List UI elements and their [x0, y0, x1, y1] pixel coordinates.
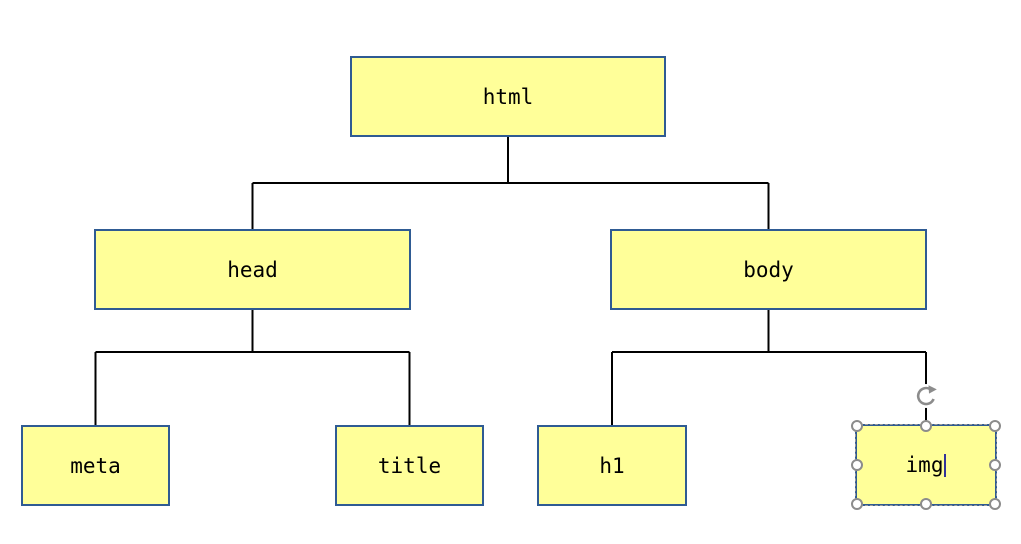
connector-html-to-head-body[interactable] — [251, 137, 770, 229]
node-body[interactable]: body — [610, 229, 927, 310]
rotate-handle[interactable] — [913, 383, 939, 409]
node-body-label: body — [743, 257, 794, 282]
node-meta[interactable]: meta — [21, 425, 170, 506]
node-title-label: title — [377, 453, 442, 478]
node-title[interactable]: title — [335, 425, 484, 506]
node-img-label: img — [905, 453, 944, 477]
connector-body-to-h1-img[interactable] — [611, 310, 927, 425]
resize-handle-bottom-right[interactable] — [989, 498, 1001, 510]
node-html[interactable]: html — [350, 56, 666, 137]
node-meta-label: meta — [70, 453, 121, 478]
rotate-icon — [914, 384, 938, 408]
resize-handle-top-middle[interactable] — [920, 420, 932, 432]
node-h1[interactable]: h1 — [537, 425, 687, 506]
resize-handle-bottom-left[interactable] — [851, 498, 863, 510]
node-head-label: head — [227, 257, 278, 282]
node-img[interactable]: img — [851, 384, 1001, 510]
resize-handle-top-left[interactable] — [851, 420, 863, 432]
resize-handle-bottom-middle[interactable] — [920, 498, 932, 510]
resize-handle-middle-left[interactable] — [851, 459, 863, 471]
node-head[interactable]: head — [94, 229, 411, 310]
text-caret — [944, 453, 947, 477]
node-html-label: html — [482, 84, 534, 109]
connector-head-to-meta-title[interactable] — [94, 310, 411, 425]
resize-handle-middle-right[interactable] — [989, 459, 1001, 471]
resize-handle-top-right[interactable] — [989, 420, 1001, 432]
node-h1-label: h1 — [599, 453, 625, 478]
